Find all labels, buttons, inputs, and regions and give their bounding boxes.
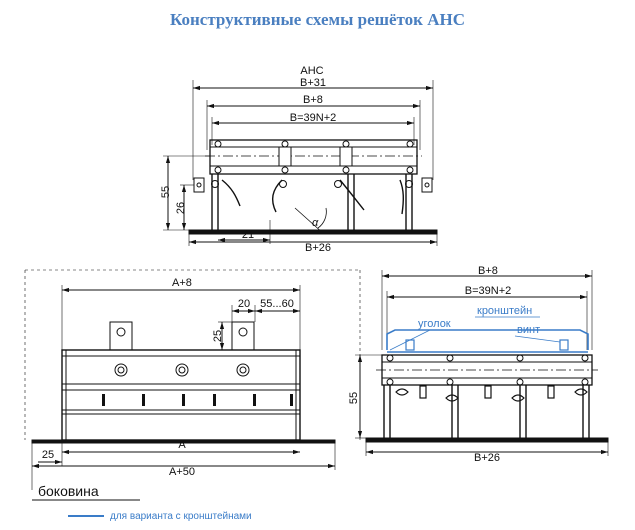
dim-b26-top: B+26 — [305, 242, 331, 254]
side-view: A+8 20 55...60 25 — [24, 269, 361, 490]
label-bracket: кронштейн — [477, 305, 532, 317]
dim-b8-right: B+8 — [478, 265, 498, 277]
dim-25-horiz: 25 — [42, 449, 54, 461]
dim-55-60: 55...60 — [260, 298, 294, 310]
dim-a50: A+50 — [169, 466, 195, 478]
dim-b8: B+8 — [303, 94, 323, 106]
label-screw: винт — [517, 324, 540, 336]
bracket-view: B+8 B=39N+2 уголок кронштейн винт — [348, 265, 609, 464]
dim-55-right: 55 — [348, 392, 360, 404]
legend-sidewall: боковина — [38, 483, 99, 499]
dim-55-top: 55 — [160, 186, 172, 198]
dim-b31: B+31 — [300, 77, 326, 89]
legend: боковина для варианта с кронштейнами — [32, 483, 252, 522]
dim-b39n-right: B=39N+2 — [465, 285, 511, 297]
dim-21: 21 — [242, 229, 254, 241]
top-cross-section: АНС B+31 B+8 B=39N+2 — [160, 65, 438, 254]
dim-a: A — [178, 439, 186, 451]
legend-bracket-variant: для варианта с кронштейнами — [110, 511, 252, 522]
dim-25-vert: 25 — [212, 330, 224, 342]
dim-b39n: B=39N+2 — [290, 112, 336, 124]
page-title: Конструктивные схемы решёток АНС — [170, 10, 465, 29]
model-label: АНС — [300, 65, 323, 77]
blade-row — [214, 140, 414, 174]
dim-26: 26 — [175, 202, 187, 214]
label-corner: уголок — [418, 318, 451, 330]
dim-a8: A+8 — [172, 277, 192, 289]
dim-b26-right: B+26 — [474, 452, 500, 464]
angle-alpha: α — [312, 217, 319, 229]
dim-20: 20 — [238, 298, 250, 310]
